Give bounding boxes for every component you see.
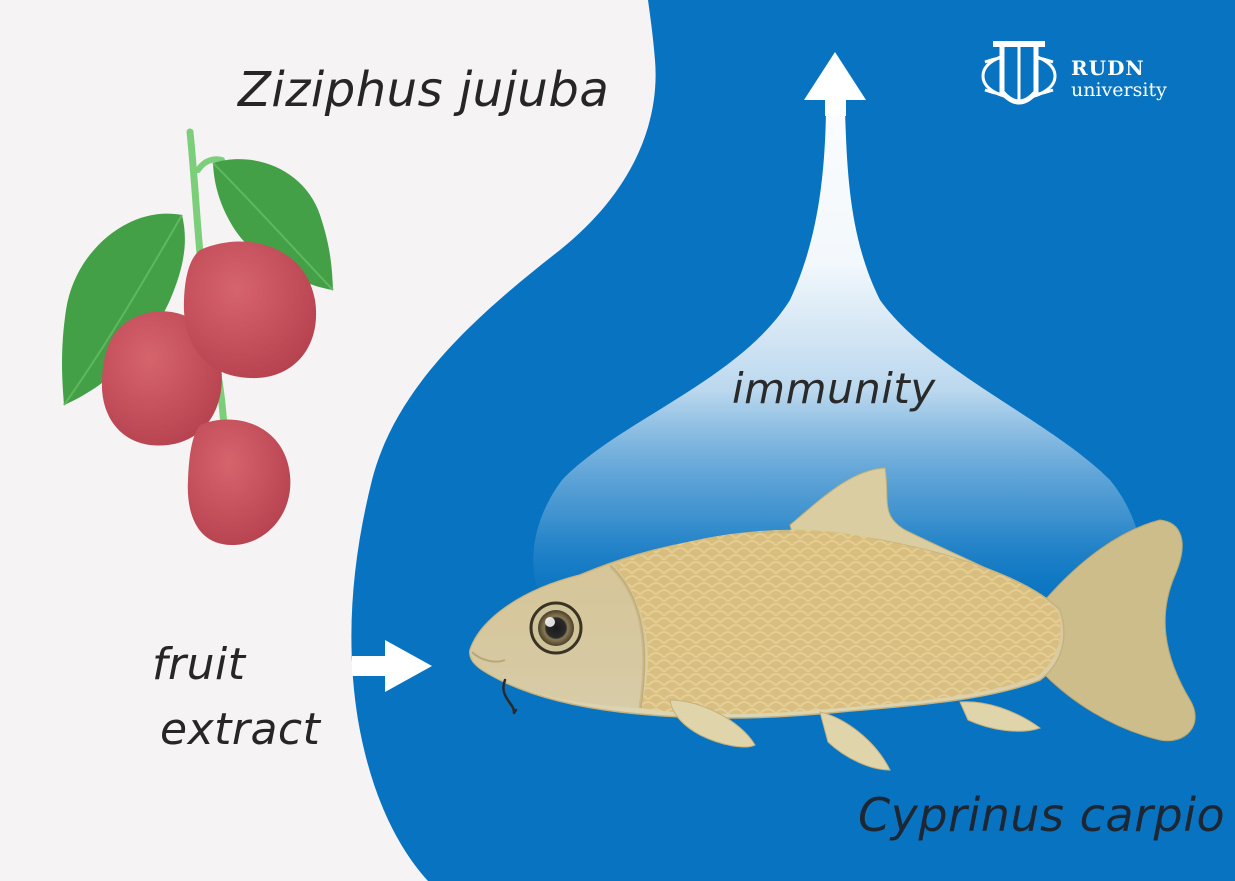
logo-name: RUDN: [1071, 58, 1145, 78]
fish-name-label: Cyprinus carpio: [858, 788, 1225, 842]
immunity-label: immunity: [732, 364, 936, 413]
extract-label: extract: [160, 705, 320, 755]
immunity-arrow-stem: [825, 96, 846, 116]
plant-name-label: Ziziphus jujuba: [238, 62, 609, 118]
logo-subtitle: university: [1071, 80, 1167, 100]
fruit-label: fruit: [152, 640, 245, 690]
